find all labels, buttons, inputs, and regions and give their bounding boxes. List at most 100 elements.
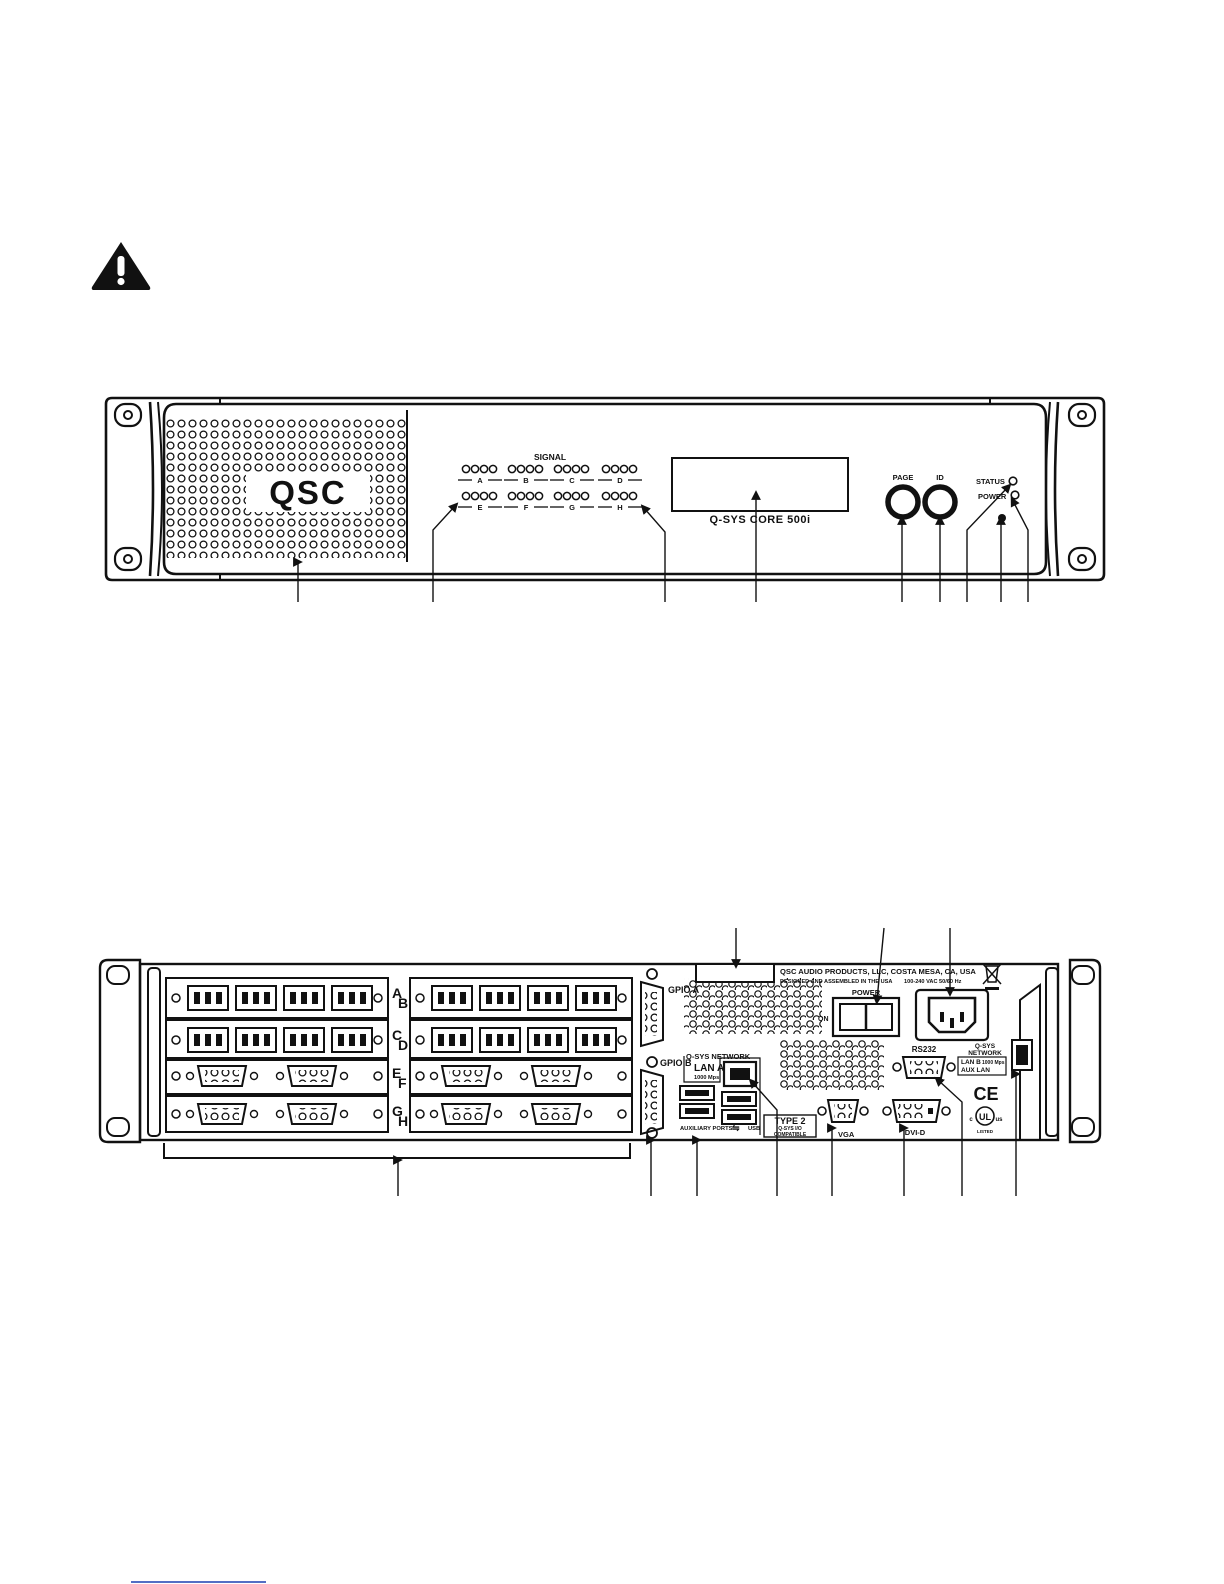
lan-a-label: LAN A: [694, 1063, 724, 1074]
type2-line-1: TYPE 2: [774, 1116, 805, 1126]
connector-pin: [582, 1034, 588, 1046]
ul-us: us: [995, 1117, 1003, 1123]
type2-line-2: Q-SYS I/O: [778, 1126, 802, 1132]
dsub-connector: [530, 1103, 582, 1125]
front-callouts: [293, 483, 1029, 602]
card-screw: [617, 993, 627, 1003]
phoenix-connector: [479, 985, 521, 1011]
connector-pin: [508, 1034, 514, 1046]
dvi-d-port: [882, 1099, 951, 1123]
phoenix-connector: [479, 1027, 521, 1053]
dsub-screw: [249, 1071, 259, 1081]
power-switch: [831, 996, 901, 1038]
vga-port: [817, 1099, 869, 1123]
manufacturer-line-2: DESIGNED AND ASSEMBLED IN THE USA: [780, 979, 892, 985]
connector-pin: [460, 1034, 466, 1046]
ul-mark: UL: [979, 1112, 991, 1122]
signal-led: [525, 491, 535, 501]
slot-letter: E: [392, 1065, 401, 1081]
signal-heading: SIGNAL: [534, 452, 566, 462]
dsub-pins: [205, 1108, 239, 1120]
dsub-screw: [493, 1109, 503, 1119]
card-slot: [165, 977, 389, 1019]
lan-b-speed: 1000 Mps: [982, 1060, 1005, 1066]
connector-pin: [264, 992, 270, 1004]
signal-led: [479, 464, 489, 474]
dsub-screw: [339, 1109, 349, 1119]
card-slot: [165, 1019, 389, 1061]
front-panel-diagram: [104, 396, 1106, 582]
network-right-line-1: Q-SYS: [975, 1043, 996, 1050]
rs232-label: RS232: [912, 1045, 937, 1054]
signal-led: [479, 491, 489, 501]
card-screw: [171, 993, 181, 1003]
connector-pin: [556, 1034, 562, 1046]
weee-bin-icon: [982, 963, 1002, 990]
dsub-pins: [449, 1108, 483, 1120]
connector-pin: [349, 992, 355, 1004]
dsub-screw: [493, 1071, 503, 1081]
voltage-label: 100-240 VAC 50/60 Hz: [904, 979, 962, 985]
connector-pin: [497, 1034, 503, 1046]
rear-power-label: POWER: [852, 988, 881, 997]
dsub-screw: [275, 1109, 285, 1119]
connector-pin: [360, 1034, 366, 1046]
phoenix-connector: [527, 1027, 569, 1053]
connector-pin: [216, 992, 222, 1004]
dsub-screw: [583, 1109, 593, 1119]
callout-leader: [640, 504, 666, 602]
connector-pin: [290, 1034, 296, 1046]
channel-label: H: [617, 503, 622, 512]
signal-led: [628, 464, 638, 474]
connector-pin: [460, 992, 466, 1004]
signal-led: [461, 464, 471, 474]
channel-label: D: [617, 476, 623, 485]
dsub-pins: [295, 1108, 329, 1120]
dsub-screw: [519, 1071, 529, 1081]
signal-led: [488, 464, 498, 474]
connector-pin: [194, 1034, 200, 1046]
card-slot: [165, 1095, 389, 1133]
dsub-screw: [185, 1109, 195, 1119]
network-right-line-2: NETWORK: [968, 1050, 1002, 1057]
signal-led: [525, 464, 535, 474]
signal-led: [534, 464, 544, 474]
phoenix-connector: [575, 1027, 617, 1053]
signal-led-grid: [461, 464, 638, 501]
signal-led: [580, 464, 590, 474]
signal-led: [553, 464, 563, 474]
qsc-logo: QSC: [269, 474, 347, 511]
type2-line-3: COMPATIBLE: [774, 1132, 807, 1138]
connector-pin: [264, 1034, 270, 1046]
card-slot: [165, 1057, 389, 1095]
signal-led: [488, 491, 498, 501]
callout-leader: [1010, 496, 1029, 602]
power-label: POWER: [978, 492, 1007, 501]
rear-panel-diagram: [98, 958, 1102, 1144]
connector-pin: [338, 992, 344, 1004]
callout-leader: [934, 1076, 963, 1196]
channel-label: G: [569, 503, 575, 512]
connector-pin: [438, 1034, 444, 1046]
connector-pin: [604, 992, 610, 1004]
signal-led: [516, 491, 526, 501]
dsub-connector: [286, 1065, 338, 1087]
connector-pin: [449, 1034, 455, 1046]
signal-led: [610, 464, 620, 474]
connector-pin: [582, 992, 588, 1004]
signal-led: [562, 464, 572, 474]
signal-led: [553, 491, 563, 501]
lan-a-speed: 1000 Mps: [694, 1075, 719, 1081]
connector-pin: [556, 992, 562, 1004]
card-screw: [171, 1109, 181, 1119]
connector-pin: [508, 992, 514, 1004]
signal-led: [610, 491, 620, 501]
connector-pin: [338, 1034, 344, 1046]
status-led: [1008, 476, 1018, 486]
connector-pin: [216, 1034, 222, 1046]
card-screw: [373, 1071, 383, 1081]
signal-led: [534, 491, 544, 501]
lan-b-label: LAN B: [961, 1059, 981, 1066]
